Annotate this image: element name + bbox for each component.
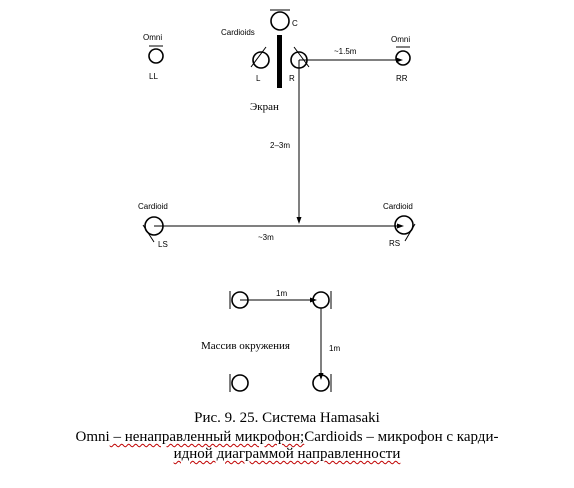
arrow-2-3m-icon xyxy=(296,217,302,224)
caption-omni-term: Omni xyxy=(75,429,110,445)
caption-omni-def: – ненаправленный микрофон; xyxy=(109,429,305,445)
arrow-1-5m-icon xyxy=(396,57,403,63)
dist-1m-horizontal-label: 1m xyxy=(276,289,287,298)
figure-caption-description: Omni – ненаправленный микрофон;Cardioids… xyxy=(0,429,574,463)
arrow-3m-icon xyxy=(397,223,404,229)
c-label: C xyxy=(292,19,298,28)
figure-caption-title: Рис. 9. 25. Система Hamasaki xyxy=(0,410,574,427)
omni-right-label: Omni xyxy=(391,35,410,44)
dist-1m-vertical-label: 1m xyxy=(329,344,340,353)
rs-label: RS xyxy=(389,239,400,248)
dist-3m-label: ~3m xyxy=(258,233,274,242)
omni-left-label: Omni xyxy=(143,33,162,42)
caption-cardioids-term: Cardioids xyxy=(304,429,363,445)
cardioid-right-label: Cardioid xyxy=(383,202,413,211)
l-label: L xyxy=(256,74,261,83)
surround-array-label: Массив окружения xyxy=(201,340,290,352)
rr-label: RR xyxy=(396,74,408,83)
cardioid-left-label: Cardioid xyxy=(138,202,168,211)
caption-line-1: Рис. 9. 25. Система Hamasaki xyxy=(194,410,380,426)
ll-label: LL xyxy=(149,72,158,81)
hamasaki-diagram: Omni Cardioids C Omni LL L R RR ~1.5m Эк… xyxy=(138,9,416,392)
cardioid-mic-r-icon xyxy=(290,46,310,69)
cardioids-label: Cardioids xyxy=(221,28,255,37)
cardioid-mic-c-icon xyxy=(270,9,290,31)
screen-label: Экран xyxy=(250,101,279,113)
cardioid-mic-l-icon xyxy=(250,46,270,69)
caption-line-3: идной диаграммой направленности xyxy=(173,446,401,462)
omni-mic-ll-icon xyxy=(148,45,164,64)
arrow-1m-v-icon xyxy=(318,373,324,380)
cardioid-mic-rs-icon xyxy=(394,215,416,242)
cardioid-mic-ls-icon xyxy=(142,216,164,243)
ls-label: LS xyxy=(158,240,168,249)
arrow-1m-h-icon xyxy=(310,297,317,303)
caption-cardioids-def: – микрофон с карди- xyxy=(362,429,499,445)
r-label: R xyxy=(289,74,295,83)
dist-1-5m-label: ~1.5m xyxy=(334,47,357,56)
omni-mic-rr-icon xyxy=(395,46,411,66)
array-mic-bottom-left-icon xyxy=(229,374,249,392)
screen-bar xyxy=(277,35,282,88)
array-mic-bottom-right-icon xyxy=(312,374,332,392)
dist-2-3m-label: 2–3m xyxy=(270,141,290,150)
